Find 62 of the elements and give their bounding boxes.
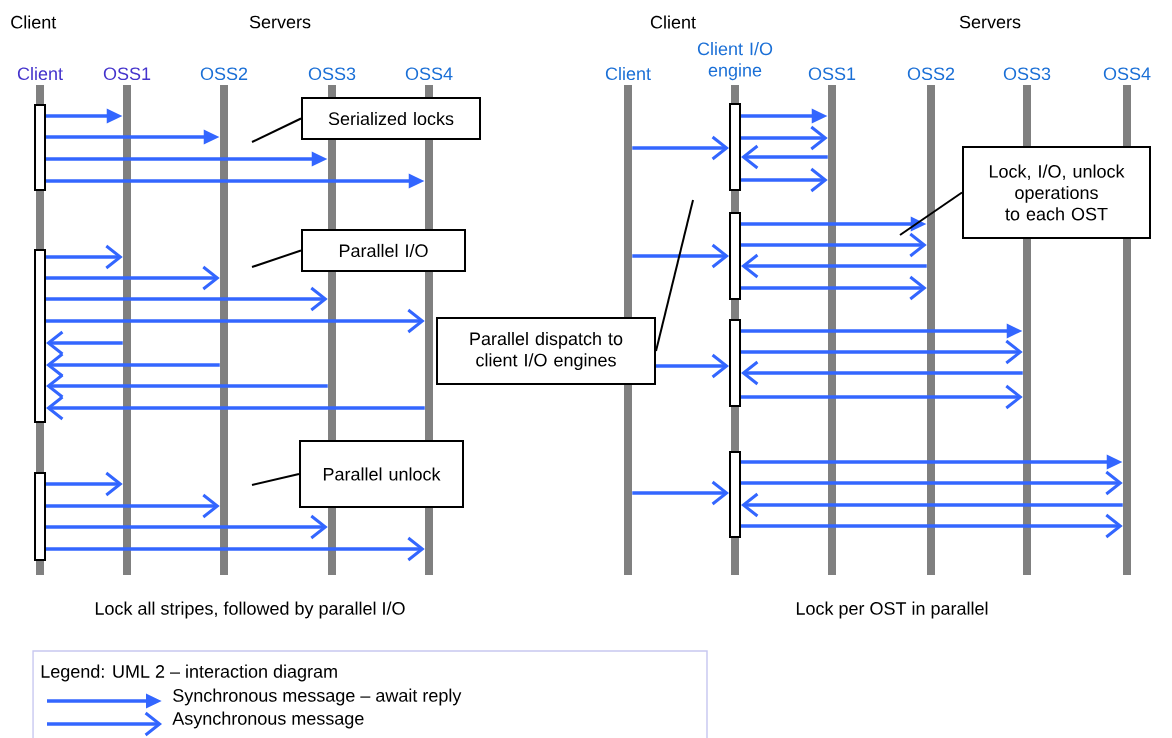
panel-caption: Lock per OST in parallel: [796, 601, 988, 619]
callout-box: Parallel dispatch to client I/O engines: [436, 317, 656, 385]
message-arrow: [741, 253, 927, 279]
node-label: OSS2: [200, 67, 248, 81]
legend-text: Asynchronous message: [172, 711, 364, 729]
node-label: Client: [17, 66, 63, 81]
message-arrow: [741, 513, 1123, 539]
message-arrow: [741, 125, 828, 151]
leader-line: [251, 117, 302, 143]
legend-heading: Legend: UML 2 – interaction diagram: [41, 664, 337, 682]
message-arrow: [741, 167, 828, 193]
callout-box: Lock, I/O, unlock operations to each OST: [962, 146, 1151, 239]
message-arrow: [632, 243, 729, 269]
callout-box: Serialized locks: [301, 97, 481, 140]
callout-box: Parallel I/O: [301, 229, 466, 272]
message-arrow: [741, 360, 1023, 386]
panel-caption: Lock all stripes, followed by parallel I/O: [95, 601, 405, 619]
lifeline: OSS1: [808, 67, 856, 575]
message-arrow: [46, 493, 220, 519]
message-arrow: [46, 330, 123, 356]
message-arrow: [46, 352, 220, 378]
leader-line: [899, 191, 963, 236]
node-label: Client: [605, 66, 651, 81]
message-arrow: [46, 536, 425, 562]
lifeline: OSS1: [103, 67, 151, 575]
message-arrow: [656, 353, 729, 379]
node-label: OSS4: [1103, 67, 1151, 81]
leader-line: [655, 199, 694, 352]
node-label: OSS1: [103, 67, 151, 81]
lifeline: OSS2: [200, 67, 248, 575]
node-label: OSS3: [1003, 67, 1051, 81]
message-arrow: [741, 384, 1023, 410]
message-arrow: [632, 480, 729, 506]
message-arrow: [741, 144, 828, 170]
message-arrow: [46, 244, 123, 270]
message-arrow: [741, 492, 1123, 518]
message-arrow: [632, 135, 729, 161]
message-arrow: [741, 339, 1023, 365]
node-label: OSS4: [405, 67, 453, 81]
legend-text: Synchronous message – await reply: [173, 688, 462, 706]
message-arrow: [46, 265, 220, 291]
group-heading: Servers: [249, 15, 311, 29]
message-arrow: [46, 395, 425, 421]
group-heading: Client: [11, 15, 57, 29]
leader-line: [251, 249, 302, 268]
group-heading: Servers: [959, 15, 1021, 29]
lifeline: OSS2: [907, 67, 955, 575]
group-heading: Client: [650, 15, 696, 29]
message-arrow: [741, 470, 1123, 496]
node-label: Client I/O engine: [697, 42, 773, 81]
message-arrow: [741, 275, 927, 301]
message-arrow: [46, 286, 328, 312]
leader-line: [251, 473, 300, 486]
message-arrow: [46, 308, 425, 334]
callout-box: Parallel unlock: [299, 440, 464, 508]
node-label: OSS1: [808, 67, 856, 81]
node-label: OSS2: [907, 67, 955, 81]
message-arrow: [46, 471, 123, 497]
node-label: OSS3: [308, 67, 356, 81]
message-arrow: [741, 232, 927, 258]
message-arrow: [46, 373, 328, 399]
message-arrow: [46, 514, 328, 540]
